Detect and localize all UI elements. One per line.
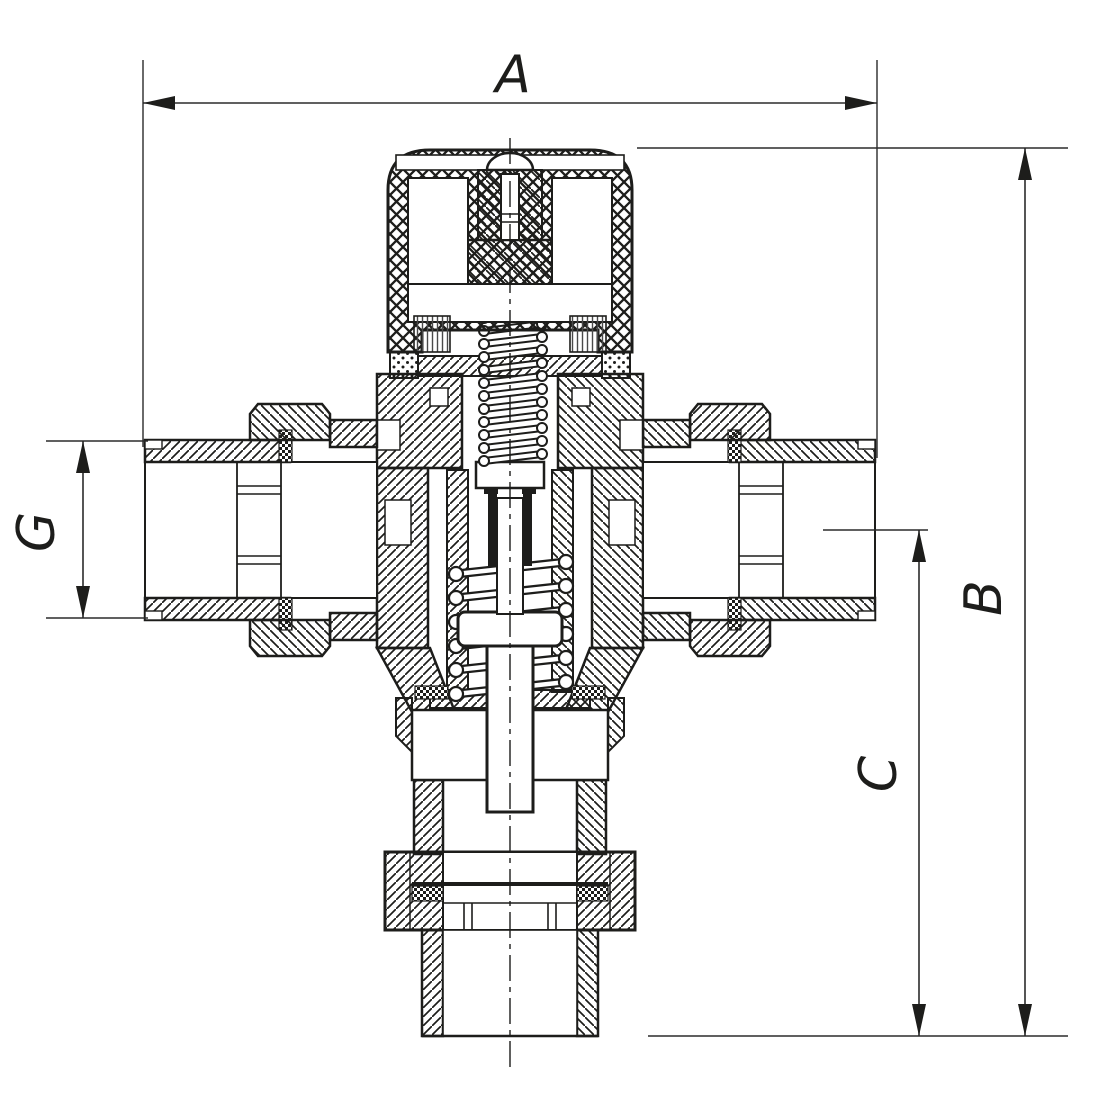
- dimension-g: G: [7, 440, 148, 619]
- dimension-b: B: [637, 147, 1068, 1037]
- left-union-port: [143, 402, 379, 658]
- dimension-a: A: [142, 45, 878, 458]
- dimension-b-label: B: [954, 580, 1014, 616]
- valve-body: [374, 355, 646, 856]
- handwheel-knob: [386, 148, 634, 379]
- dimension-g-label: G: [7, 512, 67, 552]
- dimension-c-label: C: [849, 755, 909, 792]
- upper-spring: [478, 305, 548, 467]
- dimension-a-label: A: [492, 45, 531, 105]
- dimension-c: C: [823, 529, 928, 1036]
